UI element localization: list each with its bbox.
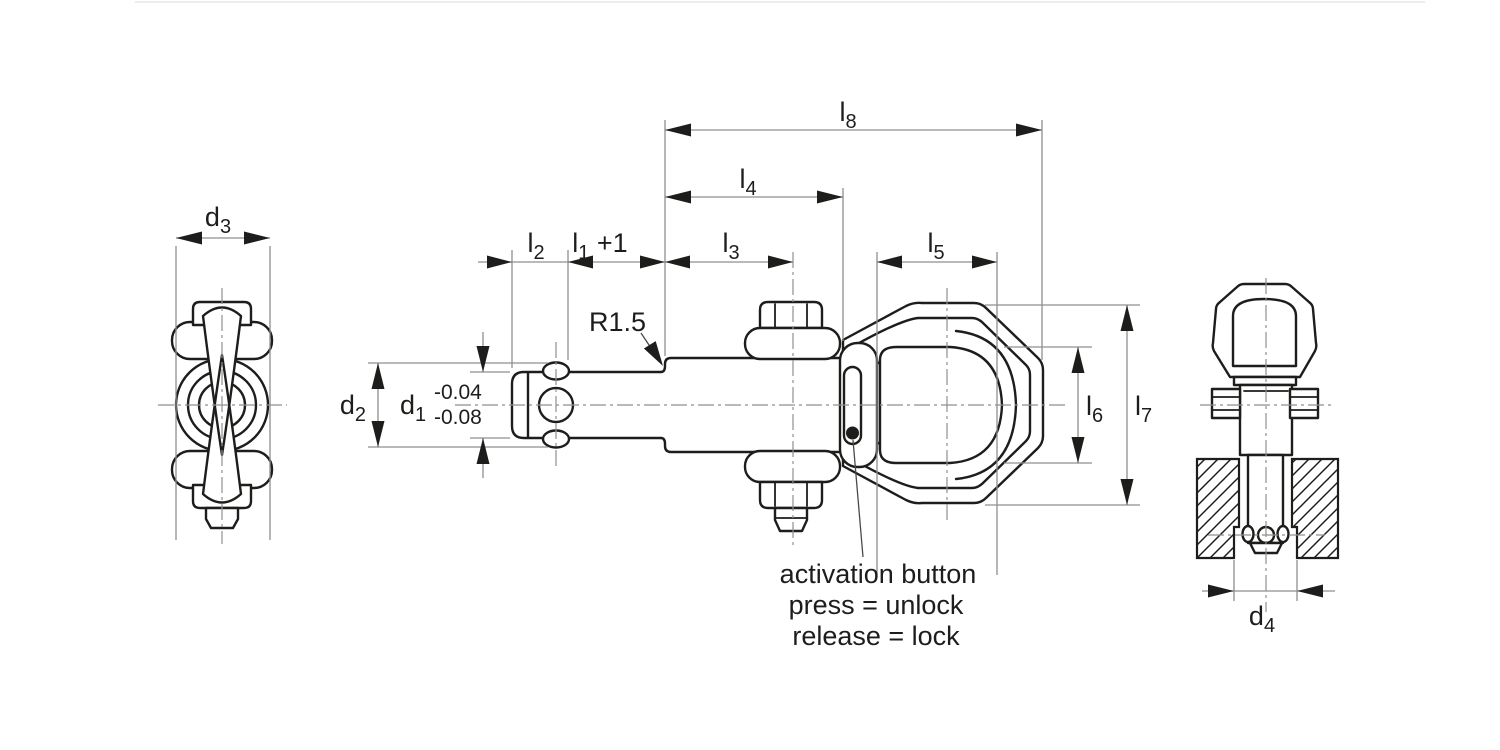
dim-d3: d3 [175,202,271,540]
arrowhead-bottom [1120,479,1134,505]
body-bottom-edge [659,436,845,454]
arrowhead-left [877,255,902,269]
dim-d2: d2 [340,362,548,448]
radius-leader-arrowhead [643,341,663,366]
dim-d1-tolerance-upper: -0.04 [434,381,482,404]
arrowhead-bottom [1071,437,1085,463]
dim-label-l5: l5 [927,228,944,264]
dim-d1-tolerance-lower: -0.08 [434,406,482,429]
arrowhead-top [1120,305,1134,331]
dim-d4: d4 [1202,560,1335,637]
radius-label: R1.5 [589,307,646,337]
dim-label-d4: d4 [1249,601,1275,637]
arrowhead-right [244,231,270,245]
dim-l5: l5 [876,228,998,575]
annotation-activation-button: activation button press = unlock release… [780,439,977,651]
dim-l7: l7 [985,304,1152,506]
arrowhead-l3-left [665,255,690,269]
arrowhead-l1-right [640,255,665,269]
arrowhead-left [665,123,691,137]
activation-button [846,426,859,440]
top-hex-head [758,300,824,330]
arrowhead-right [1297,584,1323,598]
shackle-end-opening [1231,297,1298,368]
shackle-edge-lower-outline [201,353,243,504]
locking-ball-right [1276,524,1290,544]
arrowhead-l2-left [487,255,512,269]
arrowhead-left [665,190,691,204]
right-hex-head [1288,387,1320,420]
shackle-edge-upper-outline [201,306,243,457]
dim-chain-l2-l1-l3: l2 l1 +1 l3 [478,228,793,368]
dim-label-l4: l4 [739,164,756,200]
arrowhead-right [972,255,997,269]
arrowhead-bottom [371,421,385,447]
annotation-leader-line [852,439,864,558]
arrowhead-top [476,346,490,372]
arrowhead-right [817,190,843,204]
dim-label-l7: l7 [1135,391,1152,427]
plate-section-right [1290,457,1340,560]
dim-label-d1: d1 [400,390,426,426]
body-top-edge [659,356,845,374]
annotation-line-1: activation button [780,559,977,589]
main-view [455,252,1065,545]
annotation-line-2: press = unlock [789,590,964,620]
arrowhead-right [1016,123,1042,137]
dim-label-l3: l3 [722,228,739,264]
bottom-hex-nut [758,480,824,510]
shackle-inner-contour [850,316,1032,490]
dim-label-l2: l2 [527,228,544,264]
dim-label-d2: d2 [340,390,366,426]
dim-d1: d1 -0.04 -0.08 [400,332,510,478]
arrowhead-left [176,231,202,245]
dim-label-l8: l8 [839,97,856,133]
arrowhead-top [371,363,385,389]
right-view [1195,278,1340,612]
dim-l8: l8 [664,97,1043,360]
dim-label-l6: l6 [1086,391,1103,427]
dim-label-d3: d3 [205,202,231,238]
locking-ball-left [1241,524,1255,544]
radius-callout: R1.5 [589,307,663,366]
bottom-stud [773,506,809,533]
arrowhead-bottom [476,438,490,464]
annotation-line-3: release = lock [792,621,960,651]
dim-label-l1: l1 +1 [572,228,627,264]
arrowhead-l3-right [768,255,793,269]
arrowhead-top [1071,347,1085,373]
arrowhead-left [1208,584,1234,598]
dim-l6: l6 [1004,346,1103,464]
left-view [158,288,287,544]
arrowhead-l1-left [568,255,593,269]
left-hex-head [1210,387,1242,420]
plate-section-left [1195,457,1241,560]
dim-l4: l4 [665,164,844,341]
pin-shaft [510,370,667,440]
